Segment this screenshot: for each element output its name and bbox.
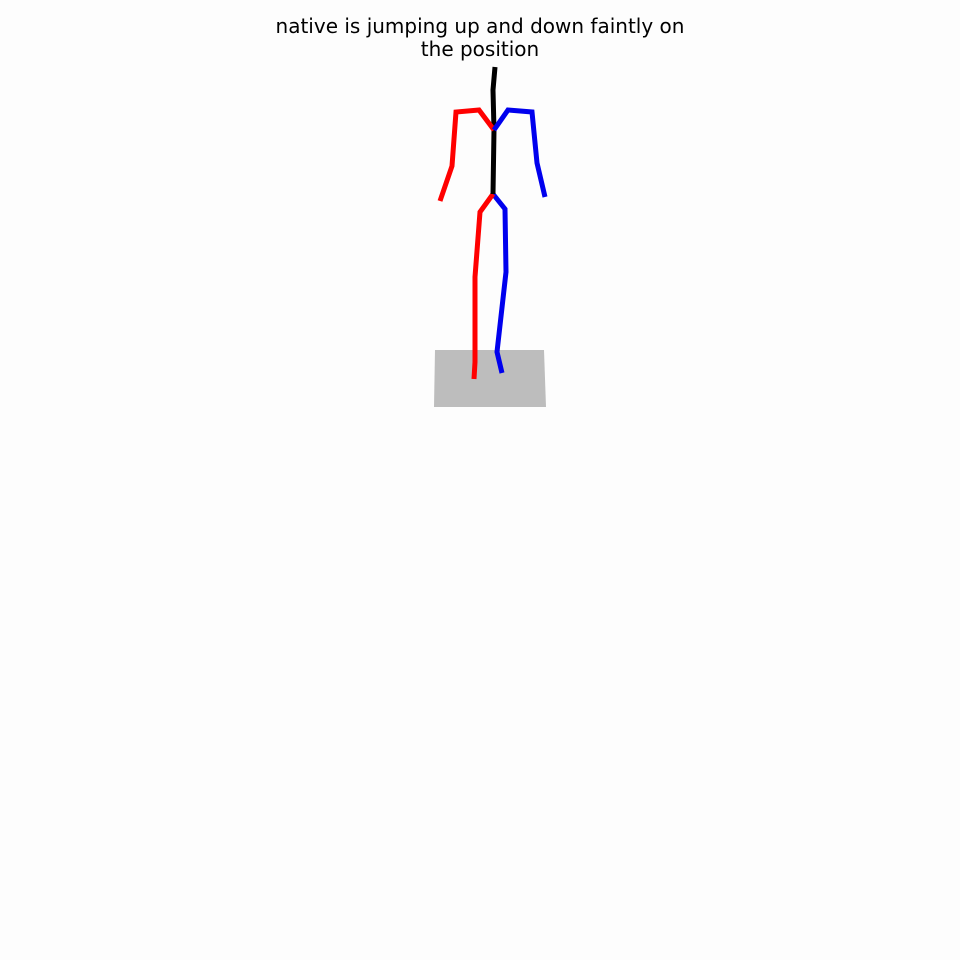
ground-plane: [434, 350, 546, 407]
spine: [490, 66, 498, 195]
caption-line-2: the position: [420, 37, 540, 61]
caption: native is jumping up and down faintly on…: [0, 15, 960, 61]
caption-line-1: native is jumping up and down faintly on: [275, 14, 685, 38]
left-leg: [471, 192, 496, 380]
right-leg: [491, 192, 509, 374]
right-arm: [491, 107, 548, 198]
left-arm: [437, 107, 496, 202]
